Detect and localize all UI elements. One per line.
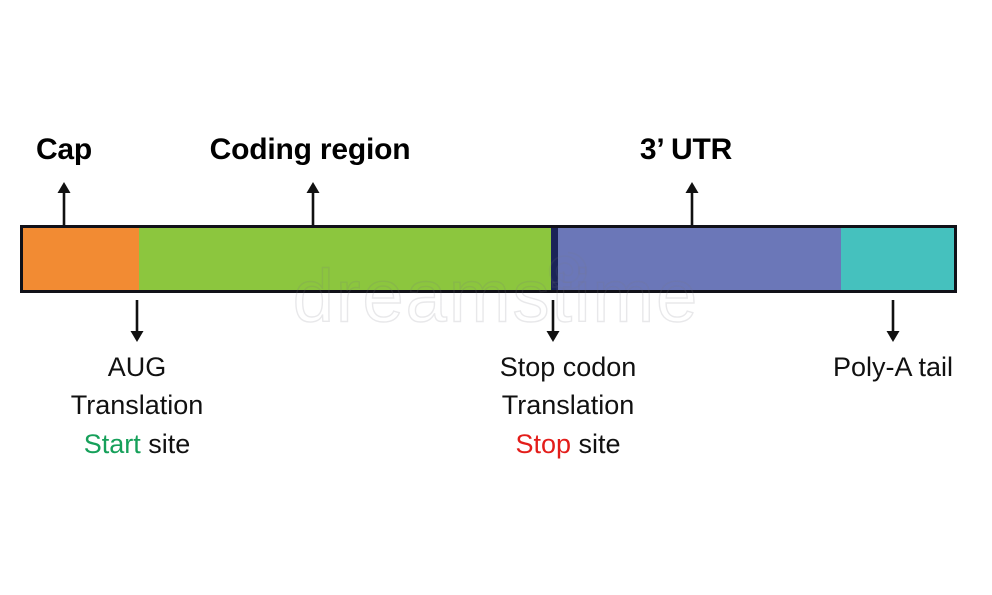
top-label-utr3: 3’ UTR (639, 133, 733, 166)
top-label-cap: Cap (35, 133, 93, 166)
label-line-translation: Translation (501, 390, 635, 421)
top-label-coding-region: Coding region (209, 133, 411, 166)
start-highlight: Start (83, 428, 141, 459)
arrow-translation-start-icon (130, 300, 144, 342)
label-line-stop-codon: Stop codon (499, 352, 637, 382)
arrow-coding-region-icon (306, 182, 320, 225)
stop-site-rest: site (571, 428, 621, 459)
start-site-rest: site (140, 428, 191, 459)
label-line-translation: Translation (70, 390, 204, 421)
bottom-label-poly-a-tail: Poly-A tail (833, 348, 953, 386)
mrna-bar (20, 225, 957, 293)
arrow-cap-icon (57, 182, 71, 225)
arrow-translation-stop-icon (546, 300, 560, 342)
label-line-poly-a-tail: Poly-A tail (832, 352, 954, 382)
arrow-utr3-icon (685, 182, 699, 225)
bar-segment-utr3 (557, 228, 841, 290)
bottom-label-translation-stop: Stop codon Translation Stop site (500, 348, 637, 463)
bar-segment-stop-codon (550, 228, 558, 290)
bar-segment-cap (23, 228, 140, 290)
bar-segment-coding-region (139, 228, 551, 290)
label-line-start-site: Start site (71, 425, 204, 463)
bottom-label-translation-start: AUG Translation Start site (71, 348, 204, 463)
arrow-poly-a-tail-icon (886, 300, 900, 342)
bar-segment-poly-a-tail (840, 228, 954, 290)
stop-highlight: Stop (515, 428, 572, 459)
label-line-aug: AUG (107, 352, 167, 382)
label-line-stop-site: Stop site (500, 425, 637, 463)
